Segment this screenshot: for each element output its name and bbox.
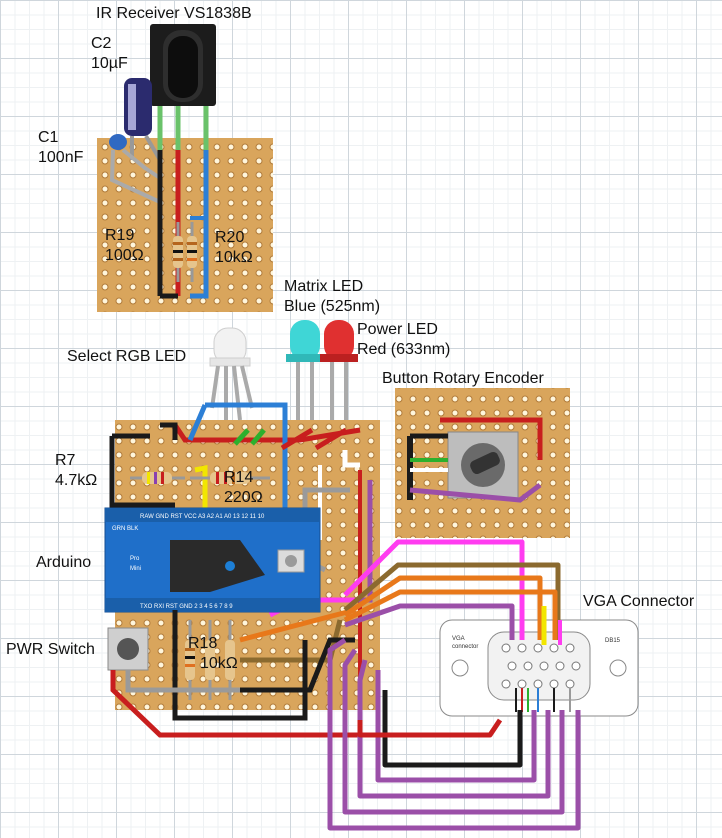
- rotary-encoder: [407, 417, 543, 503]
- ir-perfboard: [97, 138, 273, 312]
- power-led: [320, 320, 358, 420]
- matrix-led: [286, 320, 324, 420]
- arduino-status-led: [225, 561, 235, 571]
- resistor-r19: [173, 222, 183, 282]
- arduino-silk-name1: Pro: [130, 556, 140, 562]
- c1-name-label: C1: [38, 129, 59, 146]
- r20-name-label: R20: [215, 229, 244, 246]
- r14-name-label: R14: [224, 469, 253, 486]
- vga-wires: [327, 539, 581, 831]
- power-switch: [107, 627, 360, 738]
- r18-value-label: 10kΩ: [200, 655, 238, 672]
- arduino-silk-top: RAW GND RST VCC A3 A2 A1 A0 13 12 11 10: [140, 514, 265, 520]
- capacitor-c1: [109, 134, 162, 204]
- power-led-label-line1: Power LED: [357, 321, 438, 338]
- resistor-r20: [187, 222, 197, 282]
- rgb-led: [209, 327, 254, 421]
- arduino-silk-side: GRN BLK: [112, 526, 138, 532]
- resistor-r14: [190, 472, 270, 484]
- r7-value-label: 4.7kΩ: [55, 472, 97, 489]
- resistor-r18: [140, 610, 308, 721]
- power-led-label-line2: Red (633nm): [357, 341, 450, 358]
- arduino-silk-bottom: TXO RXI RST GND 2 3 4 5 6 7 8 9: [140, 604, 233, 610]
- r20-value-label: 10kΩ: [215, 249, 253, 266]
- c1-value-label: 100nF: [38, 149, 84, 166]
- ir-receiver-component: [150, 24, 216, 150]
- vga-connector: VGA connector DB15: [439, 619, 639, 717]
- vga-left-tag1: VGA: [452, 636, 465, 642]
- r7-name-label: R7: [55, 452, 76, 469]
- c2-value-label: 10µF: [91, 55, 128, 72]
- resistor-r7: [130, 472, 185, 484]
- vga-connector-label: VGA Connector: [583, 593, 695, 610]
- vga-left-tag2: connector: [452, 644, 478, 650]
- matrix-led-label-line2: Blue (525nm): [284, 298, 380, 315]
- matrix-led-label-line1: Matrix LED: [284, 278, 363, 295]
- vga-right-tag: DB15: [605, 638, 621, 644]
- arduino-label: Arduino: [36, 554, 91, 571]
- ir-receiver-label: IR Receiver VS1838B: [96, 5, 252, 22]
- pwr-switch-label: PWR Switch: [6, 641, 95, 658]
- r19-name-label: R19: [105, 227, 134, 244]
- arduino-silk-name2: Mini: [130, 566, 141, 572]
- r14-value-label: 220Ω: [224, 489, 263, 506]
- labels: IR Receiver VS1838B C2 10µF C1 100nF R19…: [6, 5, 695, 672]
- select-rgb-led-label: Select RGB LED: [67, 348, 186, 365]
- arduino-pro-mini: RAW GND RST VCC A3 A2 A1 A0 13 12 11 10 …: [104, 507, 321, 613]
- c2-name-label: C2: [91, 35, 112, 52]
- r18-name-label: R18: [188, 635, 217, 652]
- button-rotary-encoder-label: Button Rotary Encoder: [382, 370, 545, 387]
- r19-value-label: 100Ω: [105, 247, 144, 264]
